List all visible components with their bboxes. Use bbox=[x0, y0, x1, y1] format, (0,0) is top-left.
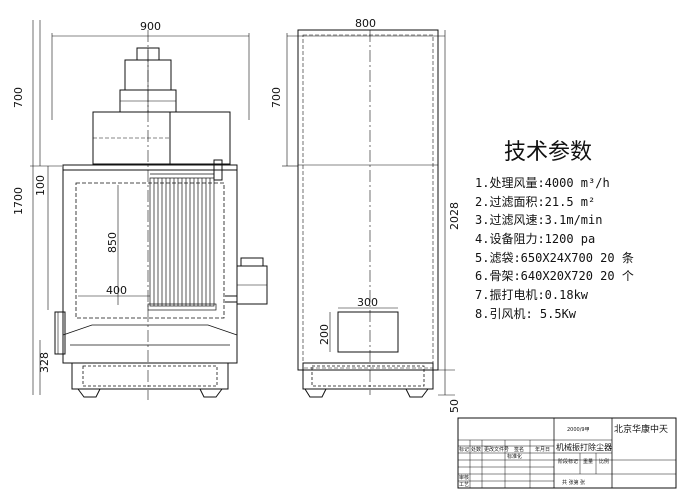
dim-side-200: 200 bbox=[318, 324, 331, 345]
spec-item-4: 4.设备阻力:1200 pa bbox=[475, 232, 595, 246]
dim-front-850: 850 bbox=[106, 232, 119, 253]
spec-title: 技术参数 bbox=[504, 140, 592, 165]
tb-stage: 阶段标记 bbox=[558, 458, 578, 465]
dim-side-2028: 2028 bbox=[448, 202, 461, 230]
tb-header-sign: 签名 bbox=[514, 446, 524, 453]
filter-bags bbox=[147, 173, 217, 311]
dim-side-width: 800 bbox=[355, 17, 376, 30]
tb-design: 审核 bbox=[459, 474, 469, 481]
dim-side-300: 300 bbox=[357, 296, 378, 309]
tb-sheet: 共 张第 张 bbox=[562, 479, 585, 486]
dim-front-700: 700 bbox=[12, 87, 25, 108]
dim-side-50: 50 bbox=[448, 399, 461, 413]
dim-front-328: 328 bbox=[38, 352, 51, 373]
spec-item-5: 5.滤袋:650X24X700 20 条 bbox=[475, 251, 634, 265]
tb-weight: 重量 bbox=[583, 458, 593, 465]
tb-scale: 比例 bbox=[599, 458, 609, 465]
dim-front-100: 100 bbox=[34, 175, 47, 196]
dim-side-700: 700 bbox=[270, 87, 283, 108]
tb-header-date: 年月日 bbox=[535, 446, 550, 453]
side-dimension-lines bbox=[282, 30, 455, 396]
title-block bbox=[457, 417, 677, 489]
spec-item-3: 3.过滤风速:3.1m/min bbox=[475, 213, 602, 227]
spec-item-2: 2.过滤面积:21.5 m² bbox=[475, 195, 595, 209]
tb-product: 机械振打除尘器 bbox=[556, 442, 612, 452]
tb-company: 北京华康中天 bbox=[614, 423, 668, 435]
tb-process: 工艺 bbox=[459, 482, 469, 488]
spec-item-6: 6.骨架:640X20X720 20 个 bbox=[475, 269, 634, 283]
front-dimension-lines bbox=[30, 20, 250, 395]
tb-code: 2000/9甲 bbox=[567, 427, 590, 433]
spec-item-1: 1.处理风量:4000 m³/h bbox=[475, 176, 610, 190]
tb-header-count: 处数 bbox=[471, 446, 481, 453]
side-view bbox=[297, 29, 439, 398]
tb-review: 标准化 bbox=[507, 453, 522, 460]
front-view bbox=[54, 30, 268, 400]
tb-header-mark: 标记 bbox=[459, 446, 469, 453]
spec-item-7: 7.振打电机:0.18kw bbox=[475, 288, 589, 302]
dim-front-400: 400 bbox=[106, 284, 127, 297]
spec-item-8: 8.引风机: 5.5Kw bbox=[475, 307, 577, 321]
tb-header-doc: 更改文件号 bbox=[484, 446, 509, 453]
spec-panel: 技术参数 1.处理风量:4000 m³/h 2.过滤面积:21.5 m² 3.过… bbox=[475, 140, 634, 321]
dim-front-width: 900 bbox=[140, 20, 161, 33]
dim-front-1700: 1700 bbox=[12, 187, 25, 215]
